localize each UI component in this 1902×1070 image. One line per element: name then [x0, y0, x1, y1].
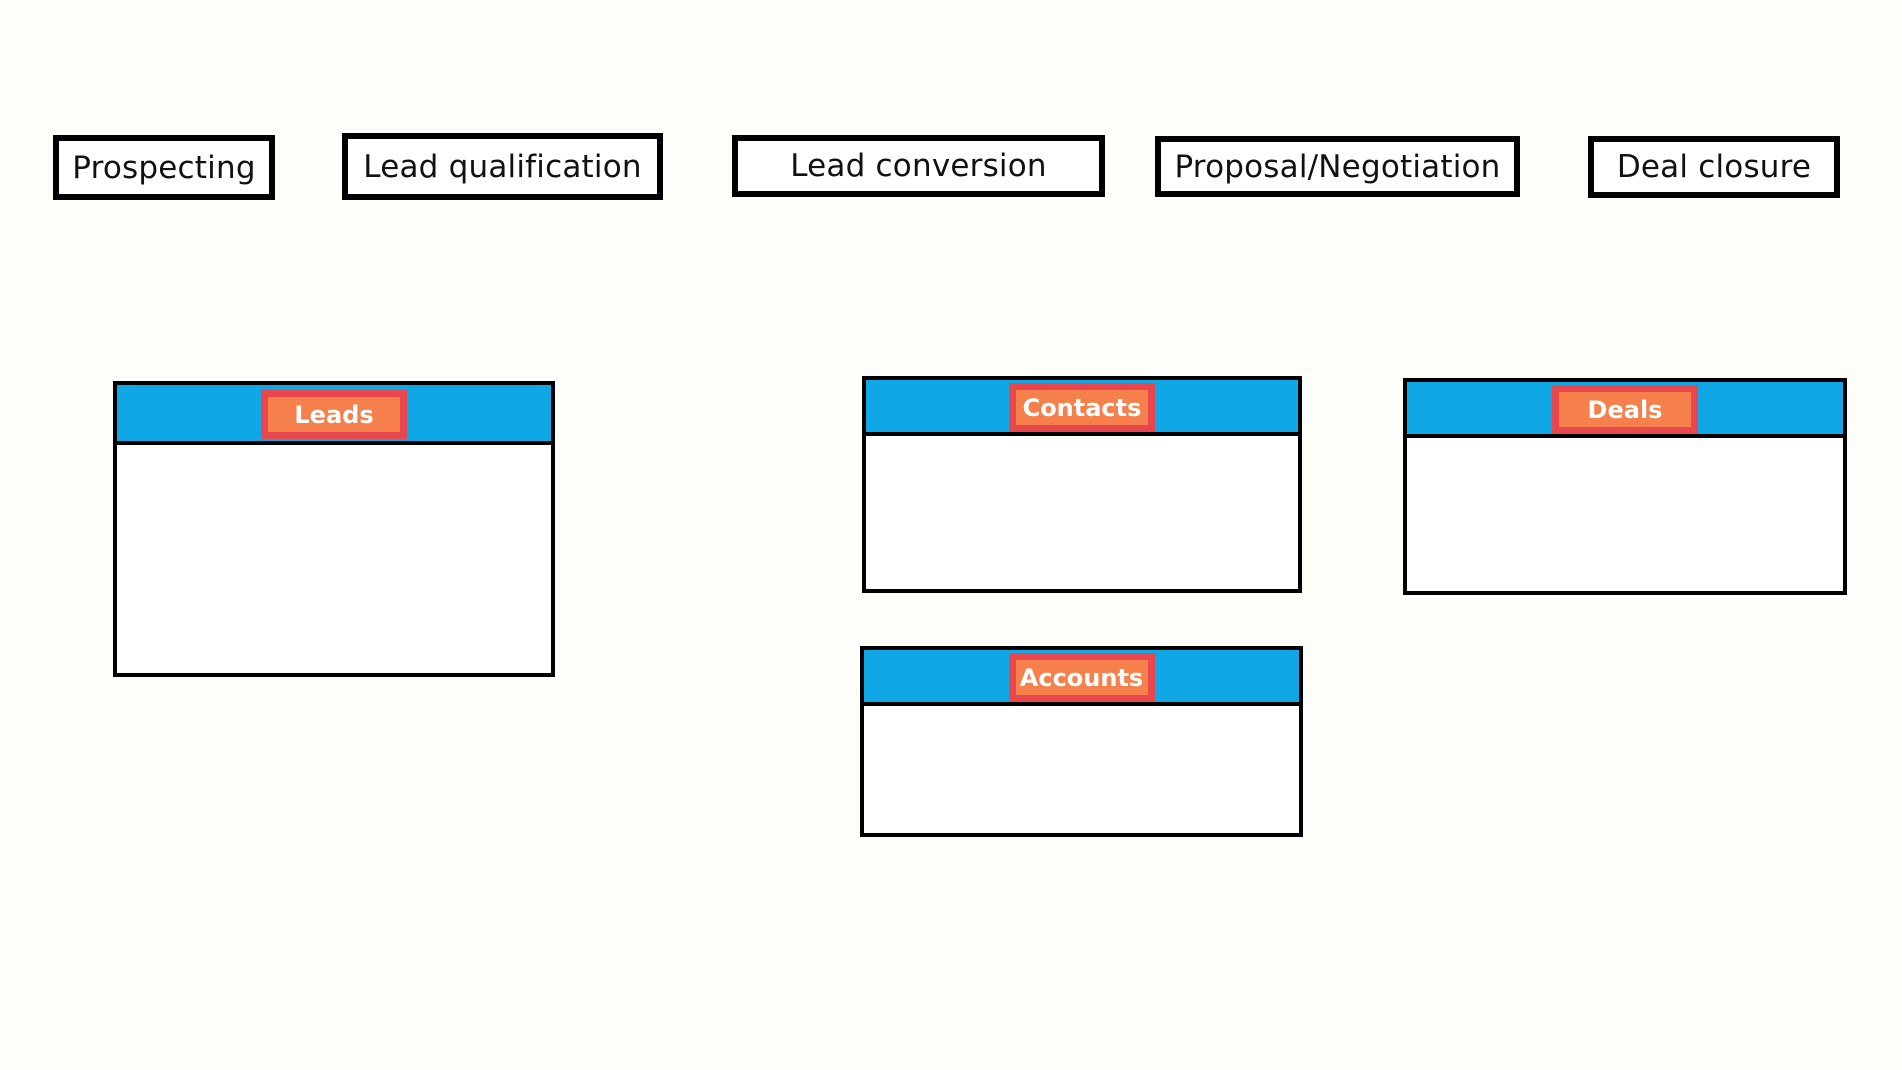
entity-card-leads[interactable]: Leads	[113, 381, 555, 677]
card-header: Contacts	[866, 380, 1298, 436]
stage-label: Deal closure	[1616, 149, 1812, 185]
stage-label: Lead conversion	[790, 148, 1047, 184]
badge-label: Leads	[294, 400, 374, 429]
entity-badge-deals[interactable]: Deals	[1552, 385, 1698, 434]
badge-label: Accounts	[1019, 663, 1144, 692]
stage-label: Lead qualification	[363, 148, 642, 185]
stage-box-lead-conversion[interactable]: Lead conversion	[732, 135, 1105, 197]
stage-box-prospecting[interactable]: Prospecting	[53, 135, 275, 200]
entity-card-accounts[interactable]: Accounts	[860, 646, 1303, 837]
entity-badge-accounts[interactable]: Accounts	[1008, 653, 1155, 702]
stage-label: Proposal/Negotiation	[1174, 148, 1501, 185]
entity-badge-contacts[interactable]: Contacts	[1009, 383, 1155, 432]
card-header: Deals	[1407, 382, 1843, 438]
entity-badge-leads[interactable]: Leads	[261, 390, 407, 439]
stage-box-proposal-negotiation[interactable]: Proposal/Negotiation	[1155, 136, 1520, 197]
stage-label: Prospecting	[72, 149, 256, 186]
card-header: Accounts	[864, 650, 1299, 706]
badge-label: Deals	[1587, 395, 1663, 424]
entity-card-contacts[interactable]: Contacts	[862, 376, 1302, 593]
badge-label: Contacts	[1022, 393, 1142, 422]
entity-card-deals[interactable]: Deals	[1403, 378, 1847, 595]
stage-box-deal-closure[interactable]: Deal closure	[1588, 136, 1840, 198]
card-header: Leads	[117, 385, 551, 445]
stage-box-lead-qualification[interactable]: Lead qualification	[342, 133, 663, 200]
